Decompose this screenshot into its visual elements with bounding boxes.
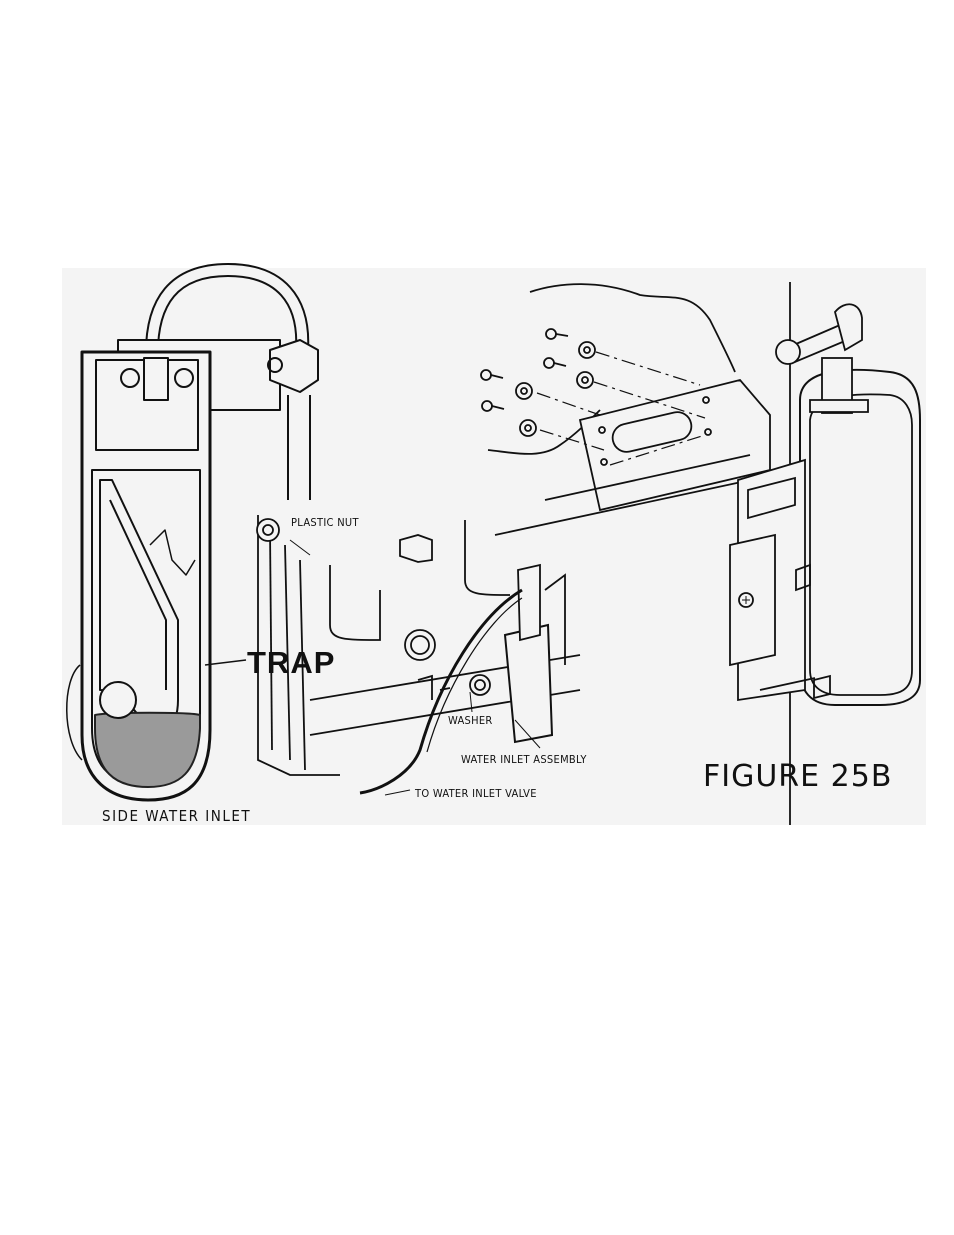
washer-label: WASHER	[448, 714, 493, 727]
side-water-inlet-label: SIDE WATER INLET	[102, 807, 251, 825]
plastic-nut-label: PLASTIC NUT	[291, 516, 359, 529]
to-water-inlet-valve-label: TO WATER INLET VALVE	[414, 787, 537, 800]
trap-label: TRAP	[247, 645, 335, 680]
figure-title: FIGURE 25B	[703, 759, 892, 794]
water-inlet-assembly-label: WATER INLET ASSEMBLY	[461, 753, 587, 766]
